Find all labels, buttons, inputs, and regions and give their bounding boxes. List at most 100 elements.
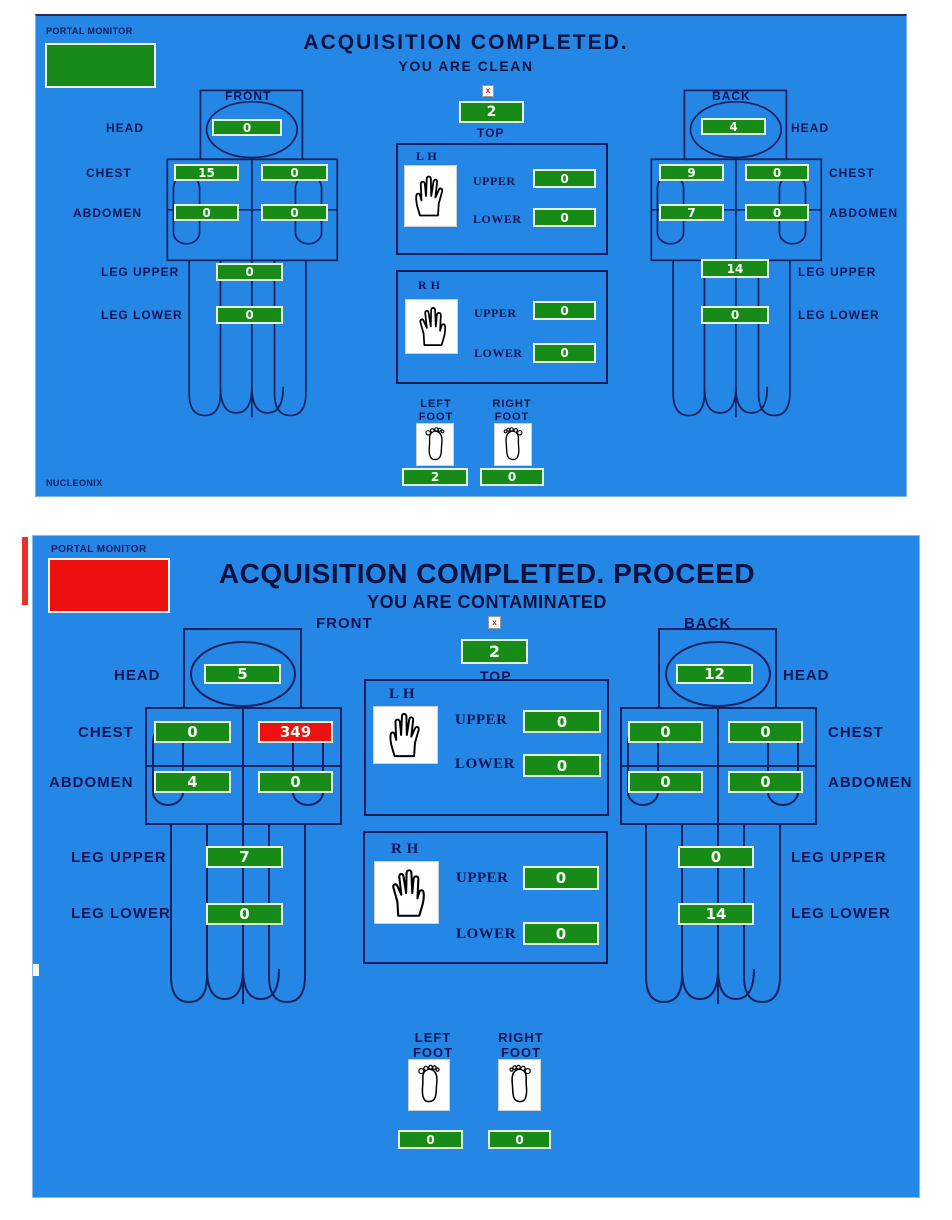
right-hand-upper-value: 0 [523,866,599,890]
right-foot-value: 0 [480,468,544,486]
vendor-brand: NUCLEONIX [46,478,103,488]
leg-lower-label: LEG LOWER [71,905,171,922]
right-hand-icon [379,865,435,921]
right-hand-title: R H [391,841,419,857]
back-label: BACK [712,89,751,103]
leg-upper-label: LEG UPPER [71,849,167,866]
right-foot-image-box [494,423,532,466]
right-foot-label: RIGHT FOOT [498,1030,544,1060]
leg-upper-label: LEG UPPER [791,849,887,866]
chest-label: CHEST [86,166,132,180]
result-subtitle: YOU ARE CONTAMINATED [367,592,607,612]
left-foot-label: LEFT FOOT [418,398,454,423]
upper-label: UPPER [473,174,516,188]
back-chest-right-value: 0 [745,164,809,181]
right-hand-title: R H [418,278,441,292]
front-label: FRONT [316,615,373,632]
lower-label: LOWER [455,756,516,772]
right-hand-group [363,831,608,964]
close-icon[interactable]: x [482,85,494,97]
upper-label: UPPER [455,712,508,728]
right-foot-value: 0 [488,1130,551,1149]
back-abdomen-right-value: 0 [728,771,803,793]
left-hand-group [364,679,609,816]
left-foot-value: 0 [398,1130,463,1149]
abdomen-label: ABDOMEN [828,774,913,791]
left-hand-image-box [373,706,438,764]
leg-lower-label: LEG LOWER [798,308,880,322]
chest-label: CHEST [829,166,875,180]
right-hand-image-box [405,299,458,354]
back-abdomen-left-value: 0 [628,771,703,793]
back-chest-right-value: 0 [728,721,803,743]
back-body-outline [640,86,823,426]
back-leg-lower-value: 14 [678,903,754,925]
left-foot-icon [412,1062,446,1108]
upper-label: UPPER [474,306,517,320]
front-abdomen-right-value: 0 [258,771,333,793]
left-hand-upper-value: 0 [523,710,601,733]
top-sensor-value: 2 [459,101,524,123]
leg-upper-label: LEG UPPER [101,265,180,279]
front-abdomen-left-value: 4 [154,771,231,793]
right-hand-image-box [374,861,439,924]
front-chest-left-value: 15 [174,164,239,181]
status-indicator [45,43,156,88]
back-chest-left-value: 9 [659,164,724,181]
right-hand-icon [410,303,453,350]
front-head-value: 5 [204,664,281,684]
top-label: TOP [477,126,505,140]
left-edge-artifact [22,537,28,605]
chest-label: CHEST [828,724,884,741]
header: ACQUISITION COMPLETED. YOU ARE CLEAN [186,31,746,74]
left-hand-title: L H [389,686,416,702]
front-head-value: 0 [212,119,282,136]
left-foot-image-box [416,423,454,466]
leg-upper-label: LEG UPPER [798,265,877,279]
front-body-outline [156,86,339,426]
leg-lower-label: LEG LOWER [791,905,891,922]
left-foot-label: LEFT FOOT [412,1030,454,1060]
close-icon[interactable]: x [488,616,501,629]
front-leg-upper-value: 0 [216,263,283,281]
left-foot-image-box [408,1059,450,1111]
back-head-value: 4 [701,118,766,135]
left-hand-title: L H [416,149,438,163]
head-label: HEAD [783,667,830,684]
upper-label: UPPER [456,870,509,886]
left-hand-group [396,143,608,255]
right-foot-icon [503,1062,537,1108]
front-chest-right-value: 349 [258,721,333,743]
status-indicator [48,558,170,613]
right-hand-lower-value: 0 [523,922,599,945]
right-foot-label: RIGHT FOOT [492,398,532,423]
right-foot-image-box [498,1059,541,1111]
back-leg-lower-value: 0 [701,306,769,324]
front-label: FRONT [225,89,272,103]
right-hand-lower-value: 0 [533,343,596,363]
left-foot-icon [420,426,450,464]
left-foot-value: 2 [402,468,468,486]
lower-label: LOWER [456,926,517,942]
right-hand-group [396,270,608,384]
acquisition-title: ACQUISITION COMPLETED. [303,31,629,54]
front-leg-upper-value: 7 [206,846,283,868]
back-leg-upper-value: 0 [678,846,754,868]
right-foot-icon [498,426,528,464]
back-abdomen-right-value: 0 [745,204,809,221]
head-label: HEAD [114,667,161,684]
abdomen-label: ABDOMEN [49,774,134,791]
chest-label: CHEST [78,724,134,741]
leg-lower-label: LEG LOWER [101,308,183,322]
left-hand-lower-value: 0 [533,208,596,227]
front-chest-left-value: 0 [154,721,231,743]
header: ACQUISITION COMPLETED. PROCEED YOU ARE C… [137,558,837,613]
abdomen-label: ABDOMEN [73,206,142,220]
left-hand-icon [378,709,434,761]
left-hand-image-box [404,165,457,227]
clean-result-panel: PORTAL MONITOR ACQUISITION COMPLETED. YO… [35,14,907,497]
contaminated-result-panel: PORTAL MONITOR ACQUISITION COMPLETED. PR… [32,535,920,1198]
result-subtitle: YOU ARE CLEAN [398,58,534,74]
right-hand-upper-value: 0 [533,301,596,320]
